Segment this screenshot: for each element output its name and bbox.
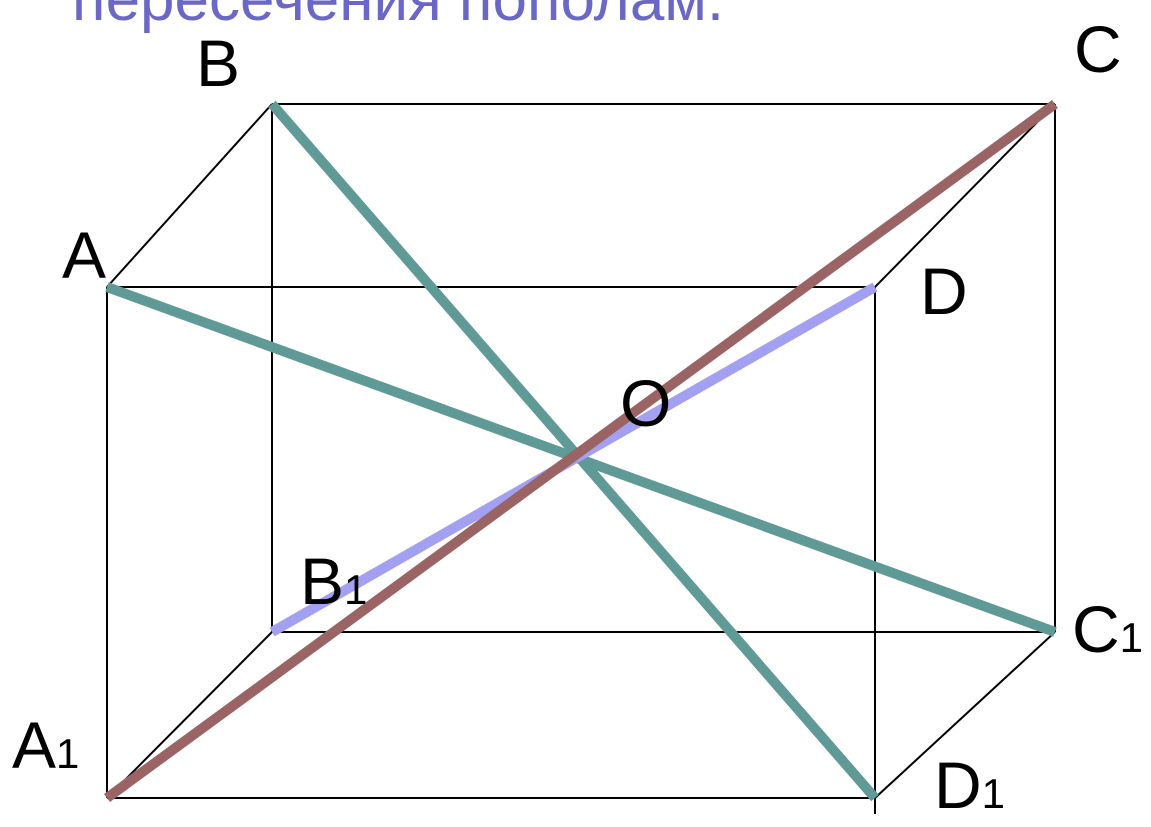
vertex-label-C1-letter: C <box>1072 592 1120 666</box>
vertex-label-A-letter: A <box>62 218 107 292</box>
vertex-label-C1: C1 <box>1072 596 1143 671</box>
vertex-label-A1: A1 <box>12 712 79 787</box>
vertex-label-C: C <box>1074 16 1122 82</box>
vertex-label-D1-subscript: 1 <box>981 770 1006 817</box>
vertex-label-O-letter: O <box>620 366 672 440</box>
vertex-label-O: O <box>620 370 671 436</box>
vertex-label-D: D <box>920 258 968 324</box>
edge-A1-B1 <box>106 631 273 799</box>
vertex-label-A1-subscript: 1 <box>56 730 80 777</box>
vertex-label-B1-letter: B <box>300 544 345 618</box>
edge-C-D <box>874 103 1056 288</box>
vertex-label-B-letter: B <box>196 26 241 100</box>
vertex-label-B1: B1 <box>300 548 367 623</box>
diagonal-A1-C <box>104 99 1058 803</box>
vertex-label-B: B <box>196 30 240 96</box>
vertex-label-D1: D1 <box>934 752 1005 827</box>
vertex-label-B1-subscript: 1 <box>344 566 368 613</box>
edges <box>106 103 1056 814</box>
edge-C1-D1 <box>874 631 1056 799</box>
vertex-label-A1-letter: A <box>12 708 57 782</box>
vertex-label-D-letter: D <box>920 254 968 328</box>
diagonals <box>104 99 1058 803</box>
edge-A-B <box>106 103 273 288</box>
vertex-label-C-letter: C <box>1074 12 1122 86</box>
vertex-label-A: A <box>62 222 106 288</box>
vertex-label-D1-letter: D <box>934 748 982 822</box>
vertex-label-C1-subscript: 1 <box>1119 614 1144 661</box>
caption-text: пересечения пополам. <box>72 0 724 36</box>
